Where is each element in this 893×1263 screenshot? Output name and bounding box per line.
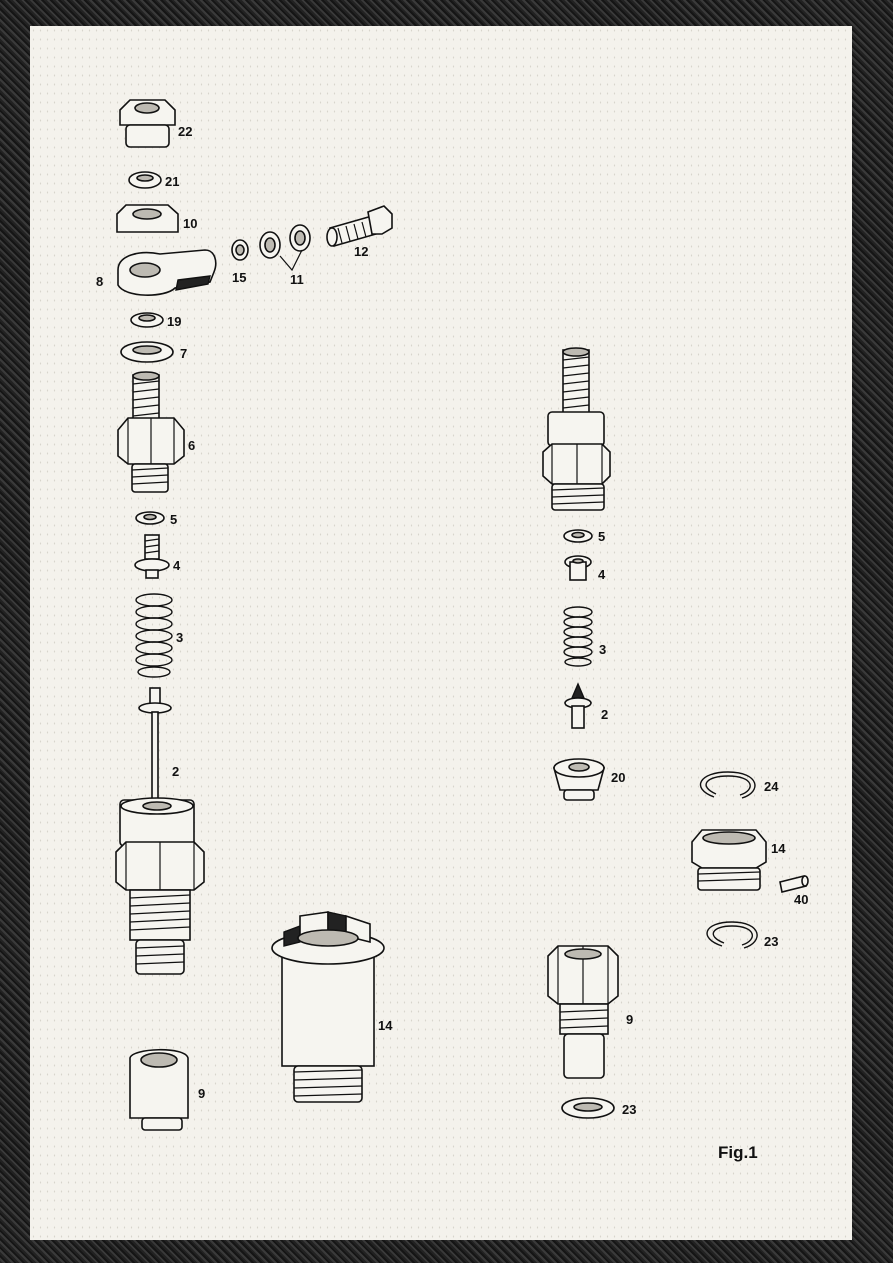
part-14-threaded-sleeve [691, 829, 767, 891]
part-3-spring-right [563, 606, 593, 667]
label-9-right: 9 [626, 1012, 633, 1027]
part-19-washer [130, 312, 164, 328]
label-2-right: 2 [601, 707, 608, 722]
label-14: 14 [378, 1018, 393, 1033]
part-5-washer-right [563, 529, 593, 543]
label-3: 3 [176, 630, 183, 645]
part-5-washer [135, 511, 165, 525]
part-7-sealing-washer [120, 341, 174, 363]
label-3-right: 3 [599, 642, 606, 657]
part-right-connection-piece [542, 347, 611, 511]
part-6-connection-piece [117, 371, 185, 493]
part-9-nozzle-nut-right [547, 945, 619, 1079]
label-14-right: 14 [771, 841, 786, 856]
label-5: 5 [170, 512, 177, 527]
part-4-spring-seat-right [564, 555, 592, 581]
label-2: 2 [172, 764, 179, 779]
part-9-nozzle-nut-left [129, 1048, 189, 1131]
part-nozzle-holder-body [115, 797, 205, 975]
part-3-spring [135, 593, 173, 678]
label-11: 11 [290, 272, 304, 287]
part-23-ring-bottom [561, 1097, 615, 1119]
label-7: 7 [180, 346, 187, 361]
part-4-spring-seat [134, 534, 170, 579]
label-40: 40 [794, 892, 808, 907]
part-8-banjo-fitting [117, 249, 217, 296]
label-21: 21 [165, 174, 179, 189]
part-40-pin [779, 875, 809, 893]
label-9: 9 [198, 1086, 205, 1101]
label-22: 22 [178, 124, 192, 139]
label-4-right: 4 [598, 567, 606, 582]
label-4: 4 [173, 558, 181, 573]
part-11-sealing-rings [259, 224, 311, 272]
label-12: 12 [354, 244, 368, 259]
part-2-needle-right [564, 682, 592, 729]
part-24-circlip [700, 771, 756, 799]
label-20: 20 [611, 770, 625, 785]
label-8: 8 [96, 274, 103, 289]
part-22-cap-nut [119, 99, 176, 148]
part-23-circlip [706, 921, 758, 949]
label-24: 24 [764, 779, 779, 794]
label-6: 6 [188, 438, 195, 453]
part-14-castle-nut [271, 911, 385, 1103]
label-19: 19 [167, 314, 181, 329]
figure-caption: Fig.1 [718, 1143, 758, 1162]
part-12-banjo-bolt [326, 205, 393, 248]
label-23-right: 23 [622, 1102, 636, 1117]
part-21-washer [128, 171, 162, 189]
part-15-ring [231, 239, 249, 261]
label-23-circlip: 23 [764, 934, 778, 949]
label-10: 10 [183, 216, 197, 231]
label-15: 15 [232, 270, 246, 285]
part-10-hex-nut [116, 204, 179, 233]
label-5-right: 5 [598, 529, 605, 544]
part-20-nozzle [552, 758, 606, 801]
